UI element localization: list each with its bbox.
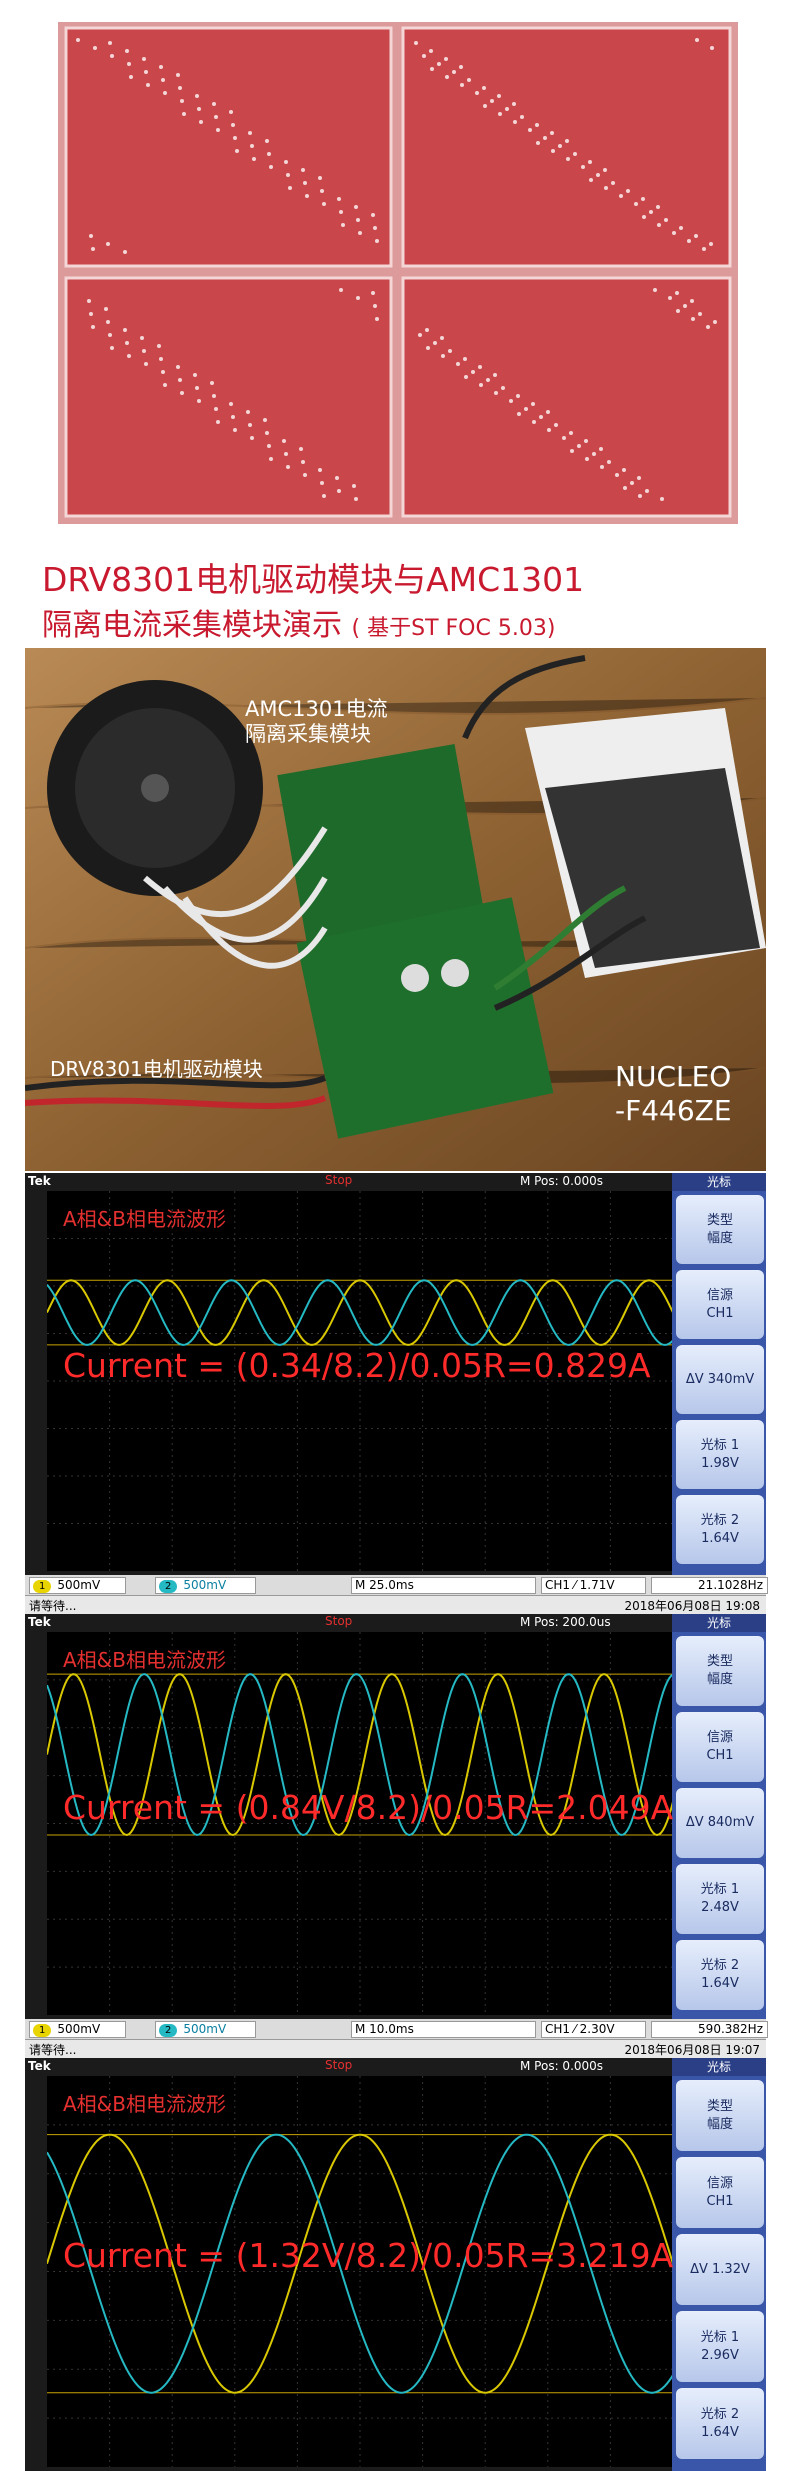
cursor-menu-title: 光标 [672,1614,766,1632]
brand-label: Tek [28,2059,51,2073]
frequency-readout: 590.382Hz [651,2021,768,2038]
type-button[interactable]: 类型幅度 [676,2080,764,2151]
trigger-level: CH1 ⁄ 1.71V [541,1577,646,1594]
trigger-status: Stop [325,2058,353,2072]
scope-header: Tek Stop M Pos: 0.000s [25,2058,671,2074]
status-text: 请等待... [29,2043,77,2057]
delta-v-readout[interactable]: ΔV 1.32V [676,2234,764,2305]
waveform-title: A相&B相电流波形 [63,1648,226,1672]
delta-v-readout[interactable]: ΔV 840mV [676,1788,764,1858]
hardware-photo-drawing [25,648,766,1171]
type-button[interactable]: 类型幅度 [676,1636,764,1706]
current-formula: Current = (0.34/8.2)/0.05R=0.829A [63,1346,651,1385]
m-pos: M Pos: 200.0us [520,1615,611,1629]
waveform-grid [47,2076,673,2467]
pcb-layer-4 [401,276,732,518]
date-time: 2018年06月08日 19:07 [624,2043,760,2057]
waveform-grid [47,1191,673,1571]
type-button[interactable]: 类型幅度 [676,1195,764,1264]
subtitle-note: ( 基于ST FOC 5.03) [351,616,556,641]
trigger-status: Stop [325,1614,353,1628]
drv-module-label: DRV8301电机驱动模块 [50,1057,263,1081]
ch2-waveform [47,1673,673,1837]
trigger-level: CH1 ⁄ 2.30V [541,2021,646,2038]
delta-v-readout[interactable]: ΔV 340mV [676,1345,764,1414]
waveform-title: A相&B相电流波形 [63,2092,226,2116]
m-pos: M Pos: 0.000s [520,1174,604,1188]
pcb-layer-2 [401,26,732,268]
amc-module-label: AMC1301电流 [245,697,388,721]
pcb-layer-3 [64,276,393,518]
pcb-layout-image [58,22,738,524]
current-formula: Current = (1.32V/8.2)/0.05R=3.219A [63,2236,674,2275]
ch1-waveform [47,1673,673,1837]
time-base: M 10.0ms [351,2021,536,2038]
brand-label: Tek [28,1174,51,1188]
trigger-status: Stop [325,1173,353,1187]
ch2-waveform [47,1279,673,1346]
status-text: 请等待... [29,1599,77,1613]
page-title: DRV8301电机驱动模块与AMC1301 [42,560,585,599]
page-subtitle: 隔离电流采集模块演示 ( 基于ST FOC 5.03) [42,608,556,643]
waveform-title: A相&B相电流波形 [63,1207,226,1231]
hardware-photo: AMC1301电流 隔离采集模块 DRV8301电机驱动模块 NUCLEO -F… [25,648,766,1171]
scope-1-status: 请等待... 2018年06月08日 19:08 [25,1595,766,1614]
m-pos: M Pos: 0.000s [520,2059,604,2073]
date-time: 2018年06月08日 19:08 [624,1599,760,1613]
ch2-waveform [47,2133,673,2394]
scope-2-status: 请等待... 2018年06月08日 19:07 [25,2039,766,2058]
amc-module-label-2: 隔离采集模块 [245,722,371,746]
scope-header: Tek Stop M Pos: 0.000s [25,1173,671,1189]
cursor-menu-title: 光标 [672,1173,766,1191]
scope-header: Tek Stop M Pos: 200.0us [25,1614,671,1630]
waveform-grid [47,1632,673,2015]
brand-label: Tek [28,1615,51,1629]
pcb-layer-1 [64,26,393,268]
nucleo-label-1: NUCLEO [615,1060,732,1093]
cursor-menu-title: 光标 [672,2058,766,2076]
current-formula: Current = (0.84V/8.2)/0.05R=2.049A [63,1788,674,1827]
time-base: M 25.0ms [351,1577,536,1594]
nucleo-label-2: -F446ZE [615,1094,732,1127]
frequency-readout: 21.1028Hz [651,1577,768,1594]
